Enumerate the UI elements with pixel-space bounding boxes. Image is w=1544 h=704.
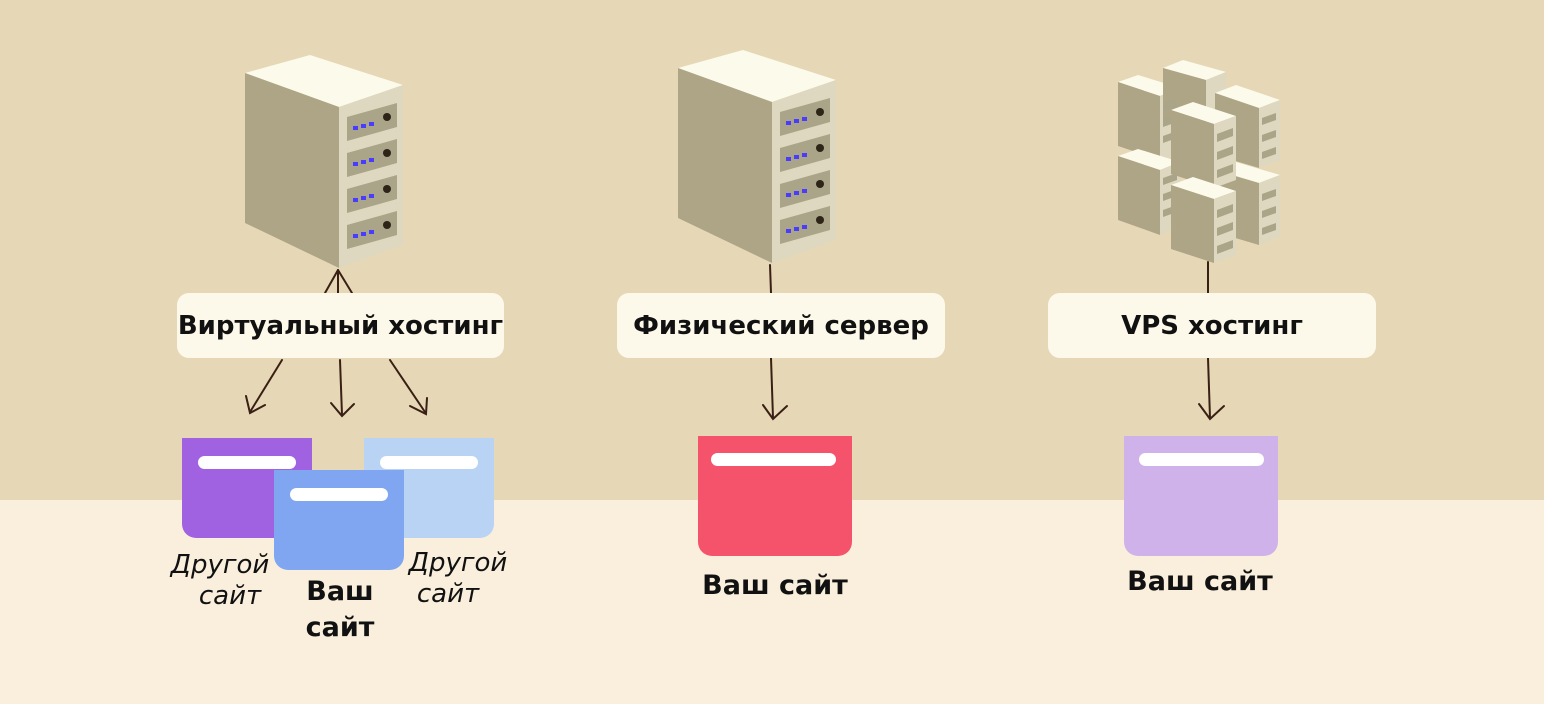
vps-hosting-label: VPS хостинг <box>1048 293 1376 358</box>
your-site-caption-vps: Ваш сайт <box>1127 566 1273 597</box>
site-header-bar <box>380 456 478 469</box>
site-header-bar <box>711 453 836 466</box>
your-site-caption-virtual: Ваш сайт <box>305 576 375 643</box>
other-site-caption-right: Другой сайт <box>408 548 508 609</box>
virtual-hosting-label: Виртуальный хостинг <box>177 293 504 358</box>
your-site-card-vps <box>1124 436 1278 556</box>
site-header-bar <box>198 456 296 469</box>
physical-server-label: Физический сервер <box>617 293 945 358</box>
your-site-caption-physical: Ваш сайт <box>702 570 848 601</box>
site-header-bar <box>290 488 388 501</box>
single-server-icon <box>245 55 403 268</box>
other-site-caption-left: Другой сайт <box>170 550 270 611</box>
server-cluster-icon <box>1118 60 1280 263</box>
site-header-bar <box>1139 453 1264 466</box>
single-server-icon <box>678 50 836 263</box>
your-site-card-virtual <box>274 470 404 570</box>
your-site-card-physical <box>698 436 852 556</box>
